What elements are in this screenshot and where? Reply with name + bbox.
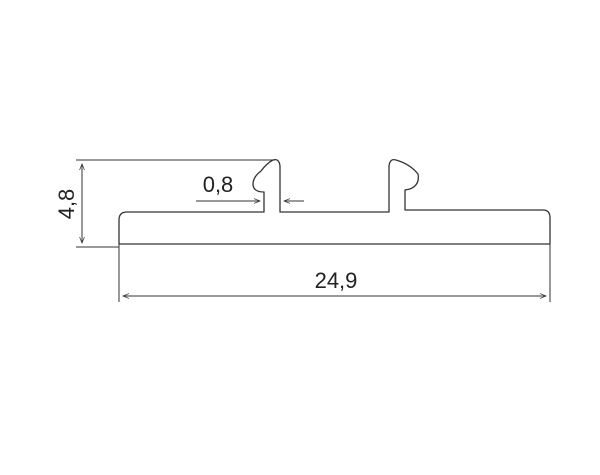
height-dimension-label: 4,8 — [54, 189, 79, 220]
width-dimension-label: 24,9 — [315, 268, 358, 293]
profile-outline — [118, 158, 551, 245]
slot-gap-label: 0,8 — [203, 172, 234, 197]
